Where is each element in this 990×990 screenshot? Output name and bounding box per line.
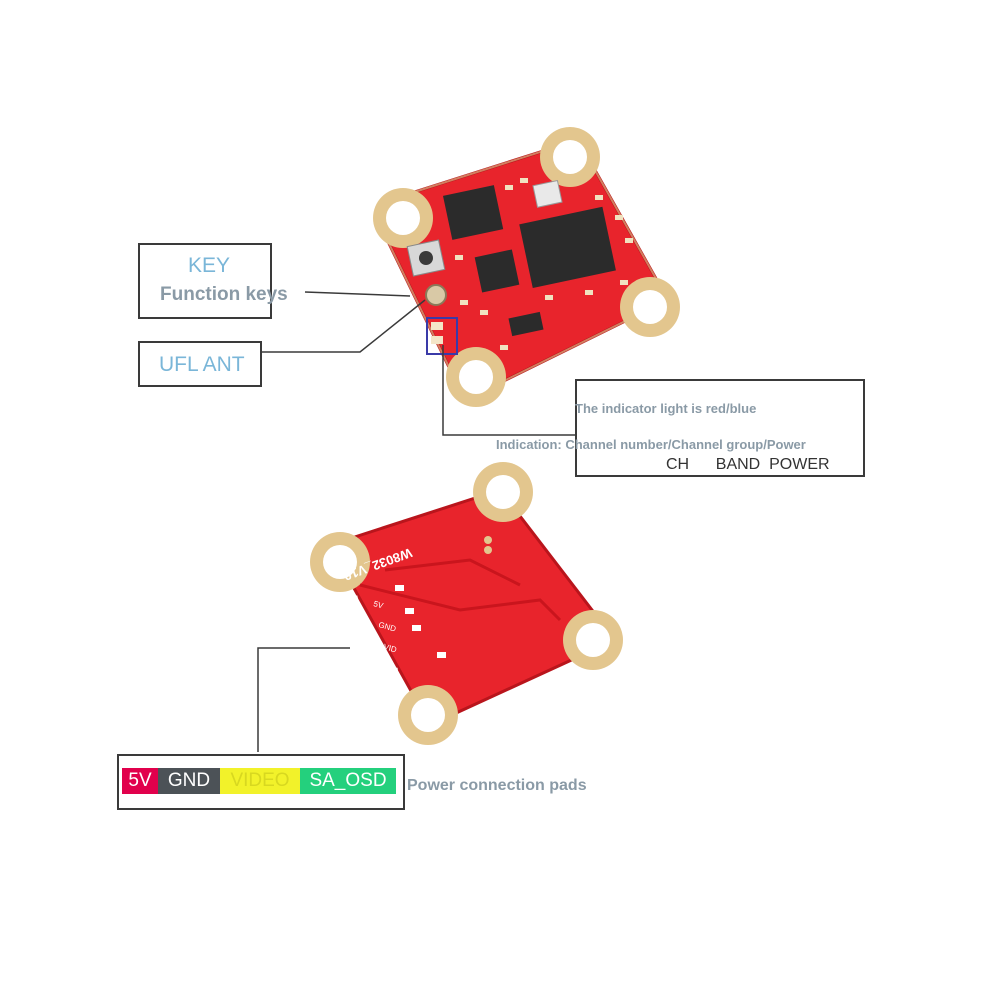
pad-gnd — [348, 616, 366, 632]
chip — [474, 249, 520, 293]
key-callout-title: KEY — [188, 254, 231, 277]
key-callout-subtitle: Function keys — [160, 284, 288, 305]
mounting-hole — [310, 532, 370, 592]
chip — [508, 311, 544, 337]
mounting-hole — [373, 188, 433, 248]
mounting-hole — [620, 277, 680, 337]
mounting-hole — [540, 127, 600, 187]
silkscreen-pad-label: SA — [387, 664, 400, 676]
indicator-callout-box — [575, 379, 865, 477]
silkscreen-pad-label: VID — [382, 642, 397, 654]
crystal — [532, 179, 563, 208]
leader-lines — [257, 291, 575, 752]
pad-legend-5v: 5V — [122, 768, 158, 794]
pad-legend-gnd: GND — [158, 768, 220, 794]
pad-5v — [343, 595, 361, 611]
pad-legend-video: VIDEO — [220, 768, 300, 794]
ufl-callout-label: UFL ANT — [159, 353, 245, 376]
pads-callout-description: Power connection pads — [407, 777, 587, 794]
chip — [442, 185, 504, 240]
board-front — [373, 127, 680, 407]
ufl-connector — [425, 284, 447, 306]
key-callout-box — [138, 243, 272, 319]
pad-legend-sa-osd: SA_OSD — [300, 768, 396, 794]
mounting-hole — [398, 685, 458, 745]
indicator-callout-line1: The indicator light is red/blue — [575, 401, 757, 416]
mounting-hole — [473, 462, 533, 522]
silkscreen-pad-label: 5V — [372, 599, 384, 610]
board-back: W8032_V10 5V GND VID SA — [310, 462, 623, 745]
chip-main — [519, 206, 616, 289]
indicator-callout-line2: Indication: Channel number/Channel group… — [496, 437, 806, 452]
ufl-callout-box — [138, 341, 262, 387]
indicator-led-highlight — [426, 317, 458, 355]
indicator-callout-line3: CH BAND POWER — [666, 456, 830, 473]
mounting-hole — [563, 610, 623, 670]
mounting-hole — [446, 347, 506, 407]
pad-sa — [358, 660, 376, 676]
pad-video — [353, 638, 371, 654]
